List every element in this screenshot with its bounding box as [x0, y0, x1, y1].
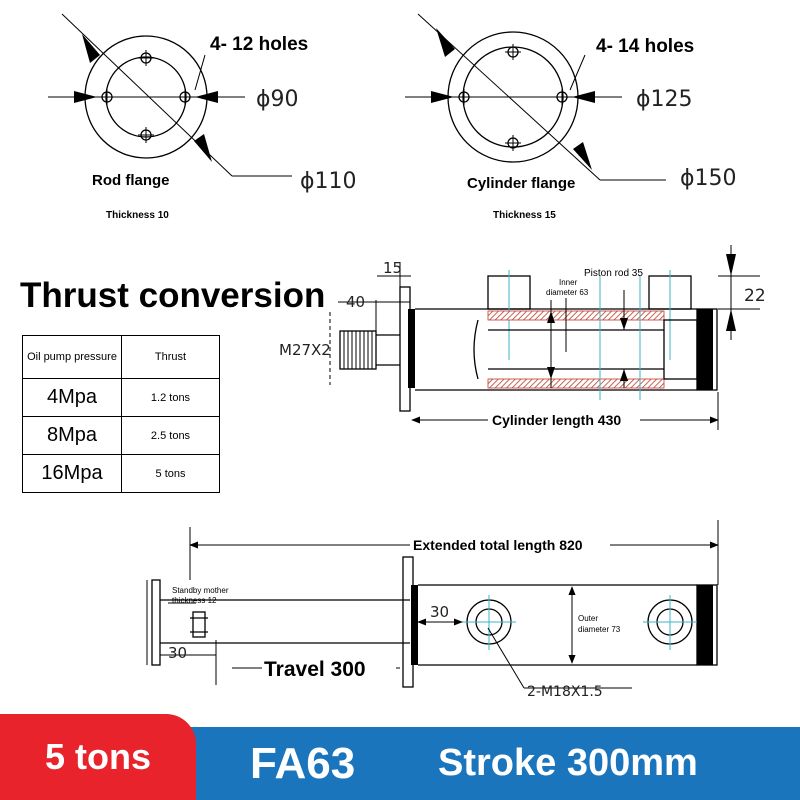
thrust-cell: 5 tons: [121, 454, 220, 493]
extended-rear-cap: [697, 585, 713, 665]
cylinder-flange-arrow-3: [431, 91, 454, 103]
stroke-label: Stroke 300mm: [438, 742, 698, 784]
rod-flange-view: 4- 12 holes ϕ90 ϕ110 Rod flange Thicknes…: [48, 13, 357, 221]
thread-spec: M27X2: [279, 341, 331, 359]
dim-30-port: 30: [430, 603, 449, 621]
pressure-cell: 16Mpa: [22, 454, 122, 493]
cylinder-flange-arrow-4: [572, 91, 595, 103]
thread-stud: [339, 330, 377, 370]
port-front: [462, 595, 516, 650]
front-seal-block: [408, 309, 415, 388]
thrust-cell: 2.5 tons: [121, 416, 220, 455]
table-row: 8Mpa 2.5 tons: [22, 416, 220, 455]
port-rear: [643, 595, 697, 650]
thrust-conversion-title: Thrust conversion: [20, 276, 325, 315]
header-pressure: Oil pump pressure: [22, 335, 122, 379]
outer-diameter-label-2: diameter 73: [578, 625, 621, 634]
extended-cylinder-view: Extended total length 820: [146, 520, 719, 700]
rod-flange-inner-diameter: ϕ90: [256, 87, 299, 112]
extended-front-seal: [411, 585, 418, 665]
cylinder-flange-arrow-1: [436, 28, 455, 57]
rod-flange-title: Rod flange: [92, 172, 170, 189]
dim-15: 15: [383, 259, 402, 277]
barrel-wall-top: [487, 310, 665, 321]
cylinder-flange-title: Cylinder flange: [467, 175, 575, 192]
cylinder-flange-inner-diameter: ϕ125: [636, 87, 693, 112]
cylinder-flange-holes-label: 4- 14 holes: [596, 36, 694, 57]
cylinder-flange-arrow-2: [573, 142, 592, 170]
rod-end-plate: [151, 579, 161, 666]
tonnage-badge: 5 tons: [0, 714, 196, 800]
dim-30-left: 30: [168, 644, 187, 662]
thrust-table: Oil pump pressure Thrust 4Mpa 1.2 tons 8…: [22, 335, 220, 493]
rod-flange-holes-label: 4- 12 holes: [210, 34, 308, 55]
inner-diameter-label-2: diameter 63: [546, 288, 589, 297]
dim-22: 22: [744, 286, 766, 306]
extended-total-length-label: Extended total length 820: [413, 537, 583, 553]
rod-flange-arrow-1: [82, 34, 100, 63]
rod-flange-arrow-2: [194, 134, 212, 162]
pressure-cell: 8Mpa: [22, 416, 122, 455]
barrel-wall-bottom: [487, 378, 665, 389]
piston-rod-label: Piston rod 35: [584, 268, 643, 279]
outer-diameter-label-1: Outer: [578, 614, 598, 623]
dim-40: 40: [346, 293, 365, 311]
rear-end-cap: [697, 309, 713, 390]
cylinder-flange-thickness: Thickness 15: [493, 210, 556, 221]
cylinder-section-view: 15 40 M27X2 Inner diameter 63 Piston rod…: [279, 245, 766, 430]
rod-flange-arrow-3: [74, 91, 97, 103]
rod-flange-outer-diameter: ϕ110: [300, 169, 357, 194]
header-thrust: Thrust: [121, 335, 220, 379]
port-thread-spec: 2-M18X1.5: [527, 684, 603, 700]
inner-diameter-label-1: Inner: [559, 278, 578, 287]
standby-nut-label-1: Standby mother: [172, 586, 229, 595]
cylinder-flange-outer-diameter: ϕ150: [680, 166, 737, 191]
travel-label: Travel 300: [264, 658, 366, 681]
table-row: 16Mpa 5 tons: [22, 454, 220, 493]
rod-flange-thickness: Thickness 10: [106, 210, 169, 221]
standby-nut: [192, 611, 206, 638]
thrust-table-header: Oil pump pressure Thrust: [22, 335, 220, 379]
model-name: FA63: [250, 739, 356, 788]
pressure-cell: 4Mpa: [22, 378, 122, 417]
thrust-cell: 1.2 tons: [121, 378, 220, 417]
rod-flange-arrow-4: [195, 91, 218, 103]
cylinder-flange-view: 4- 14 holes ϕ125 ϕ150 Cylinder flange Th…: [405, 13, 737, 221]
table-row: 4Mpa 1.2 tons: [22, 378, 220, 417]
cylinder-length-label: Cylinder length 430: [492, 412, 621, 428]
standby-nut-label-2: thickness 12: [172, 596, 217, 605]
